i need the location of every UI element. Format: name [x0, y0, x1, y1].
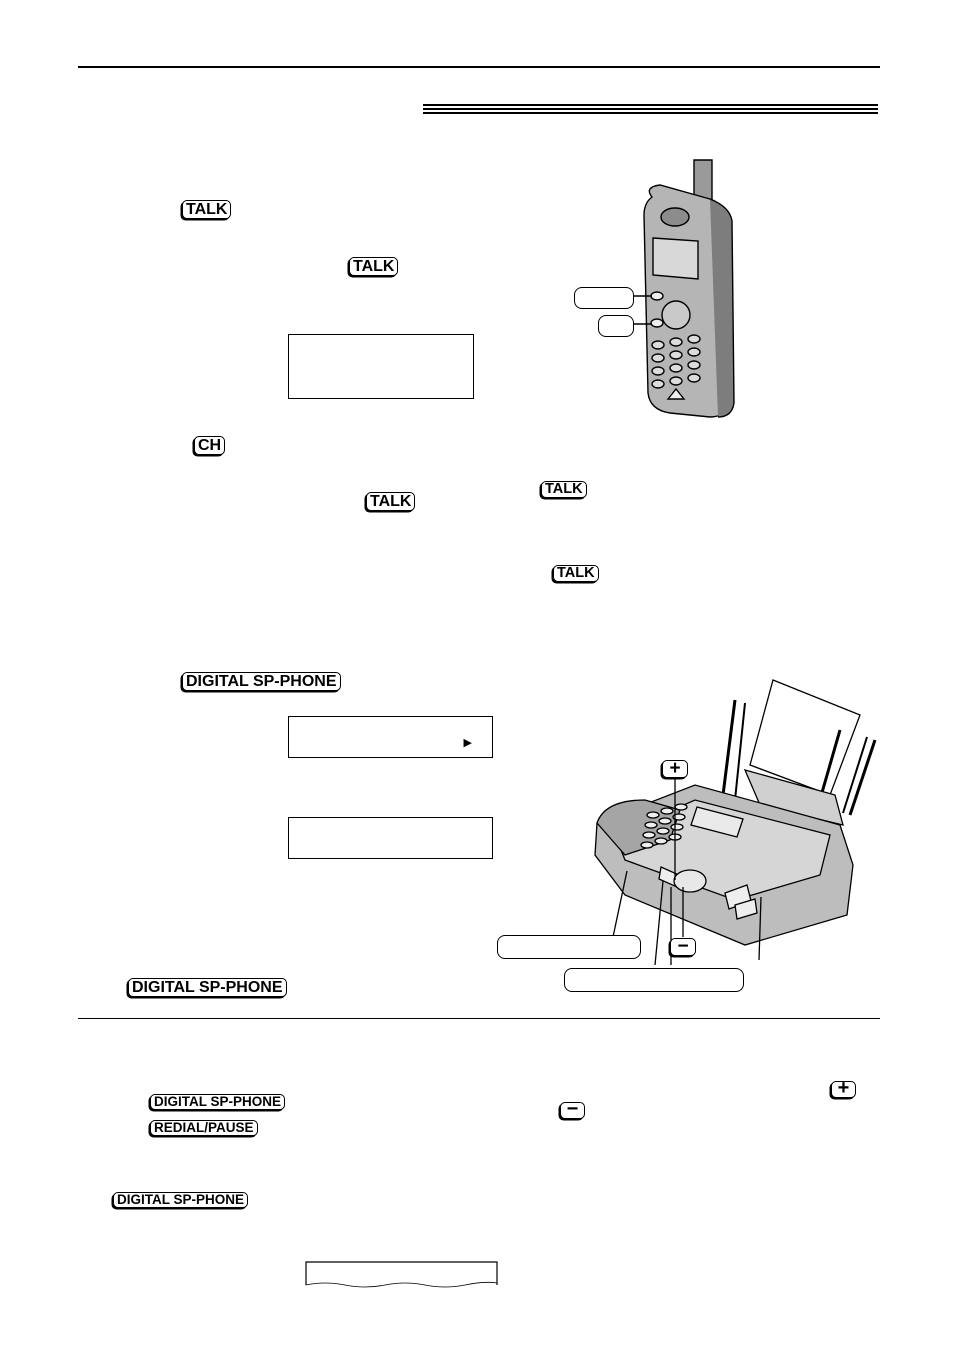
talk-key: TALK	[349, 257, 399, 276]
title-rule-2	[423, 108, 878, 110]
handset-callout-talk	[574, 287, 634, 309]
talk-key: TALK	[553, 565, 599, 582]
plus-key: +	[662, 759, 688, 778]
section-divider	[78, 1018, 880, 1019]
display-box	[288, 817, 493, 859]
digital-sp-phone-key: DIGITAL SP-PHONE	[113, 1192, 249, 1208]
talk-key: TALK	[366, 492, 416, 511]
display-box-torn	[305, 1261, 498, 1288]
base-callout-digital-sp-phone	[497, 935, 641, 959]
handset-callout-ch	[598, 315, 634, 337]
header-rule	[78, 66, 880, 68]
ch-key: CH	[194, 436, 226, 455]
talk-key: TALK	[541, 481, 587, 498]
talk-key: TALK	[182, 200, 232, 219]
display-box: ▶	[288, 716, 493, 758]
title-rule-1	[423, 104, 878, 106]
digital-sp-phone-key: DIGITAL SP-PHONE	[150, 1094, 286, 1110]
title-rule-3	[423, 112, 878, 114]
minus-key: −	[670, 937, 696, 956]
digital-sp-phone-key: DIGITAL SP-PHONE	[128, 978, 287, 997]
fax-base-unit-icon	[594, 679, 877, 965]
cordless-handset-icon	[634, 159, 735, 418]
digital-sp-phone-key: DIGITAL SP-PHONE	[182, 672, 341, 691]
right-arrow-icon: ▶	[463, 737, 472, 749]
plus-key: +	[831, 1078, 856, 1098]
base-callout-redial	[564, 968, 744, 992]
redial-pause-key: REDIAL/PAUSE	[150, 1120, 258, 1136]
minus-key: −	[560, 1099, 585, 1119]
display-box	[288, 334, 474, 399]
